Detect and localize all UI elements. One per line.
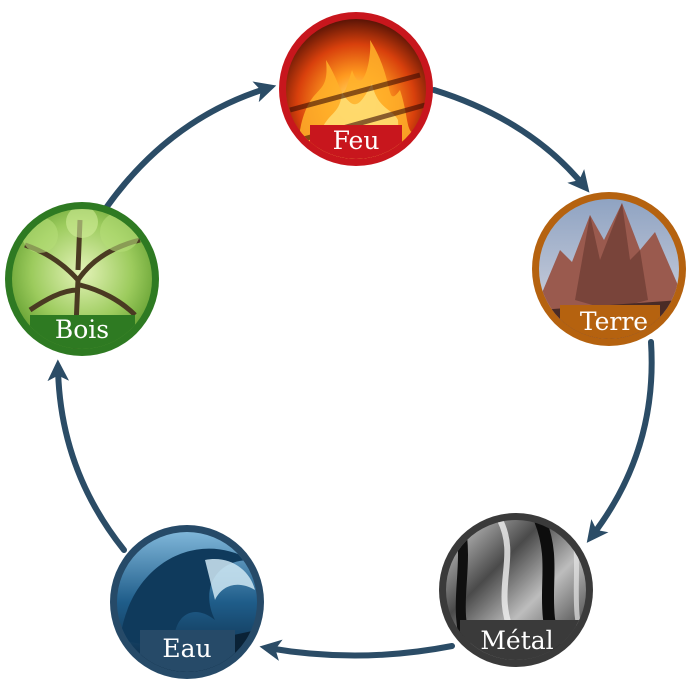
- element-node-metal: Métal: [439, 513, 593, 667]
- label-eau: Eau: [162, 634, 211, 663]
- element-node-bois: Bois: [5, 202, 159, 356]
- label-bois: Bois: [55, 315, 109, 344]
- label-terre: Terre: [580, 307, 648, 336]
- element-node-eau: Eau: [110, 525, 264, 679]
- cycle-arrows: [47, 81, 655, 661]
- label-feu: Feu: [333, 126, 380, 155]
- element-node-terre: Terre: [532, 192, 686, 346]
- element-node-feu: Feu: [279, 12, 433, 166]
- arrow-bois-to-feu: [103, 81, 277, 211]
- arrow-eau-to-bois: [47, 359, 127, 553]
- arrow-feu-to-terre: [431, 87, 590, 193]
- arrow-metal-to-eau: [259, 639, 455, 661]
- arrow-terre-to-metal: [586, 339, 655, 543]
- label-metal: Métal: [480, 626, 553, 655]
